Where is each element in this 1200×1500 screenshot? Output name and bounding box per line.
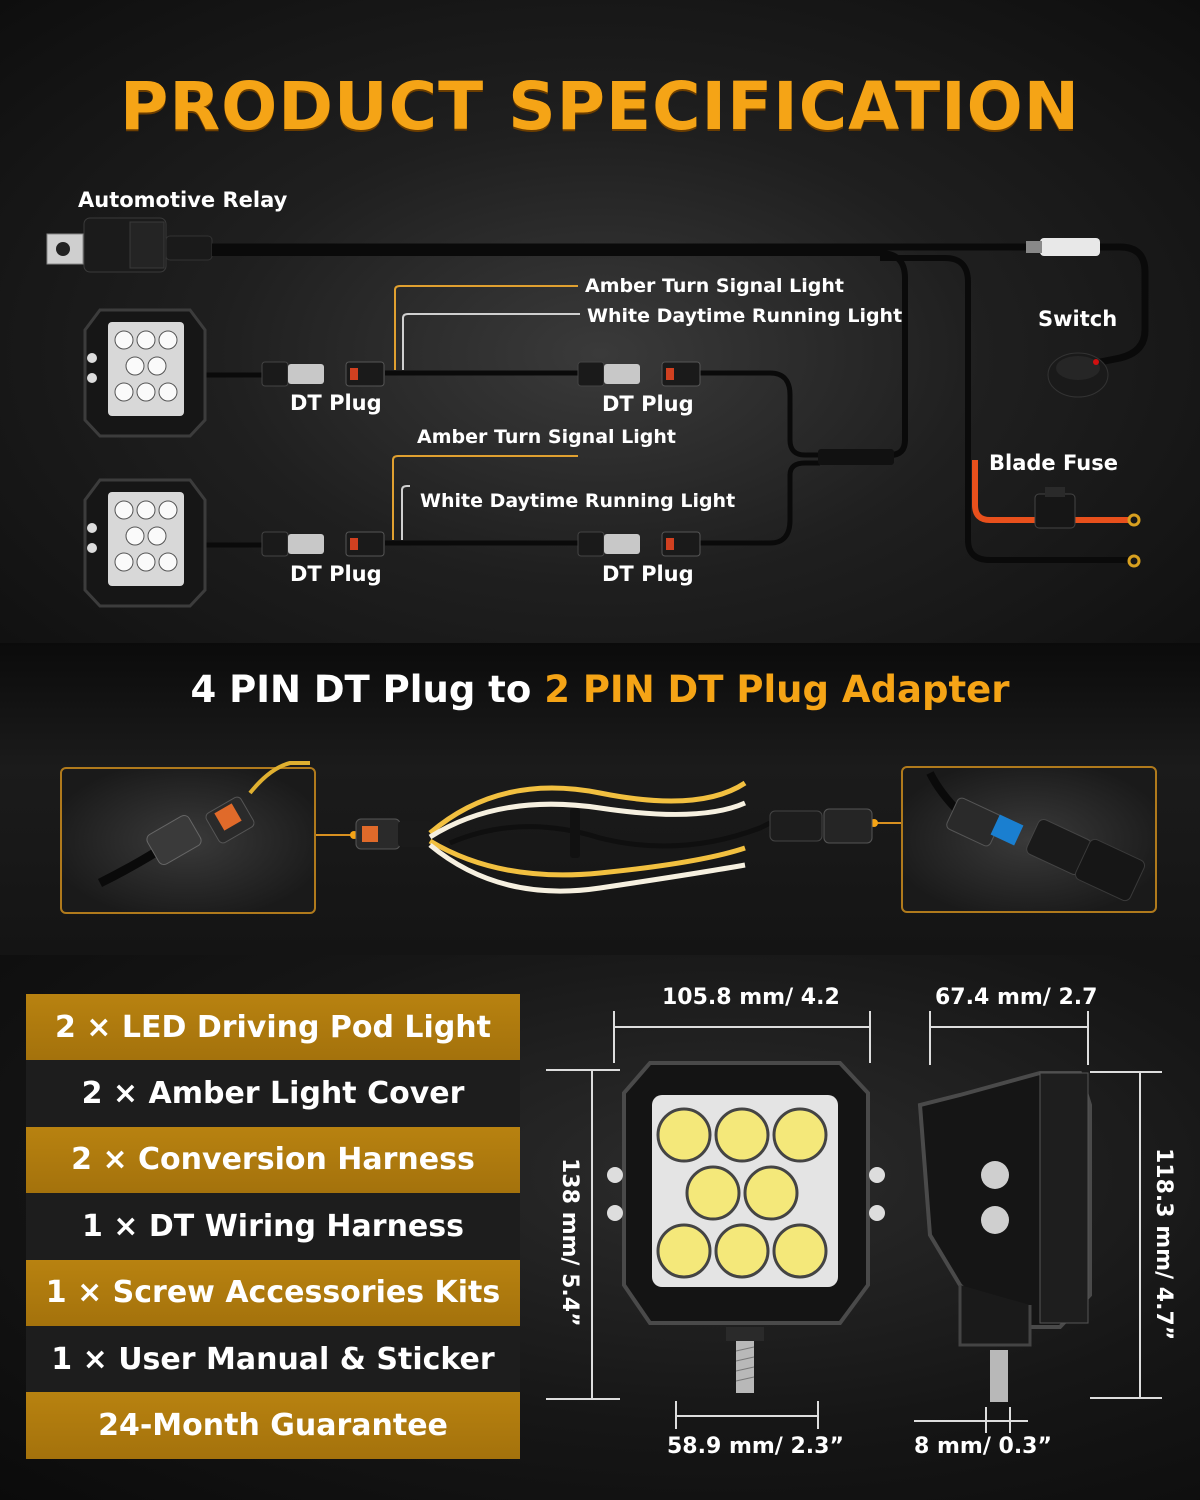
list-item: 2 × Conversion Harness xyxy=(26,1126,520,1194)
front-height-label: 138 mm/ 5.4” xyxy=(557,1158,582,1327)
dt-plug-label: DT Plug xyxy=(290,562,382,586)
adapter-title-part1: 4 PIN DT Plug to xyxy=(190,668,532,711)
front-view-light xyxy=(607,1061,885,1393)
dimension-drawing xyxy=(546,1011,1162,1433)
side-height-label: 118.3 mm/ 4.7” xyxy=(1151,1148,1176,1341)
inline-connector xyxy=(1026,238,1100,256)
relay xyxy=(46,217,213,273)
bottom-white-label: White Daytime Running Light xyxy=(420,490,736,512)
list-item: 1 × Screw Accessories Kits xyxy=(26,1259,520,1326)
page-title: PRODUCT SPECIFICATION xyxy=(119,68,1081,145)
list-item: 1 × DT Wiring Harness xyxy=(26,1193,520,1260)
pod-light-icon xyxy=(83,478,207,608)
fuse-label: Blade Fuse xyxy=(989,451,1118,475)
dt-plug-label: DT Plug xyxy=(602,562,694,586)
adapter-illustration xyxy=(97,761,1146,902)
dt-plug-icon xyxy=(577,361,701,387)
dt-plug-label: DT Plug xyxy=(602,392,694,416)
list-item: 2 × LED Driving Pod Light xyxy=(26,994,520,1061)
front-width-label: 105.8 mm/ 4.2 xyxy=(662,985,840,1010)
list-item: 24-Month Guarantee xyxy=(26,1392,520,1459)
adapter-title: 4 PIN DT Plug to 2 PIN DT Plug Adapter xyxy=(0,668,1200,711)
adapter-title-part2: 2 PIN DT Plug Adapter xyxy=(544,668,1010,711)
dt-plug-icon xyxy=(261,531,385,557)
dt-plug-label: DT Plug xyxy=(290,391,382,415)
switch-label: Switch xyxy=(1038,307,1118,331)
bottom-amber-label: Amber Turn Signal Light xyxy=(417,426,676,448)
side-width-label: 67.4 mm/ 2.7 xyxy=(935,985,1098,1010)
top-white-label: White Daytime Running Light xyxy=(587,305,903,327)
list-item: 1 × User Manual & Sticker xyxy=(26,1325,520,1393)
dt-plug-icon xyxy=(261,361,385,387)
dt-plug-icon xyxy=(577,531,701,557)
list-item: 2 × Amber Light Cover xyxy=(26,1060,520,1127)
package-list: 2 × LED Driving Pod Light 2 × Amber Ligh… xyxy=(26,994,520,1459)
top-amber-label: Amber Turn Signal Light xyxy=(585,275,844,297)
side-view-light xyxy=(917,1071,1092,1402)
mount-width-label: 58.9 mm/ 2.3” xyxy=(667,1434,844,1459)
relay-label: Automotive Relay xyxy=(78,188,288,212)
pod-light-icon xyxy=(83,308,207,438)
wiring-diagram xyxy=(46,217,1149,608)
switch-icon xyxy=(1047,352,1109,398)
blade-fuse-icon xyxy=(1034,487,1076,529)
bolt-width-label: 8 mm/ 0.3” xyxy=(914,1434,1052,1459)
